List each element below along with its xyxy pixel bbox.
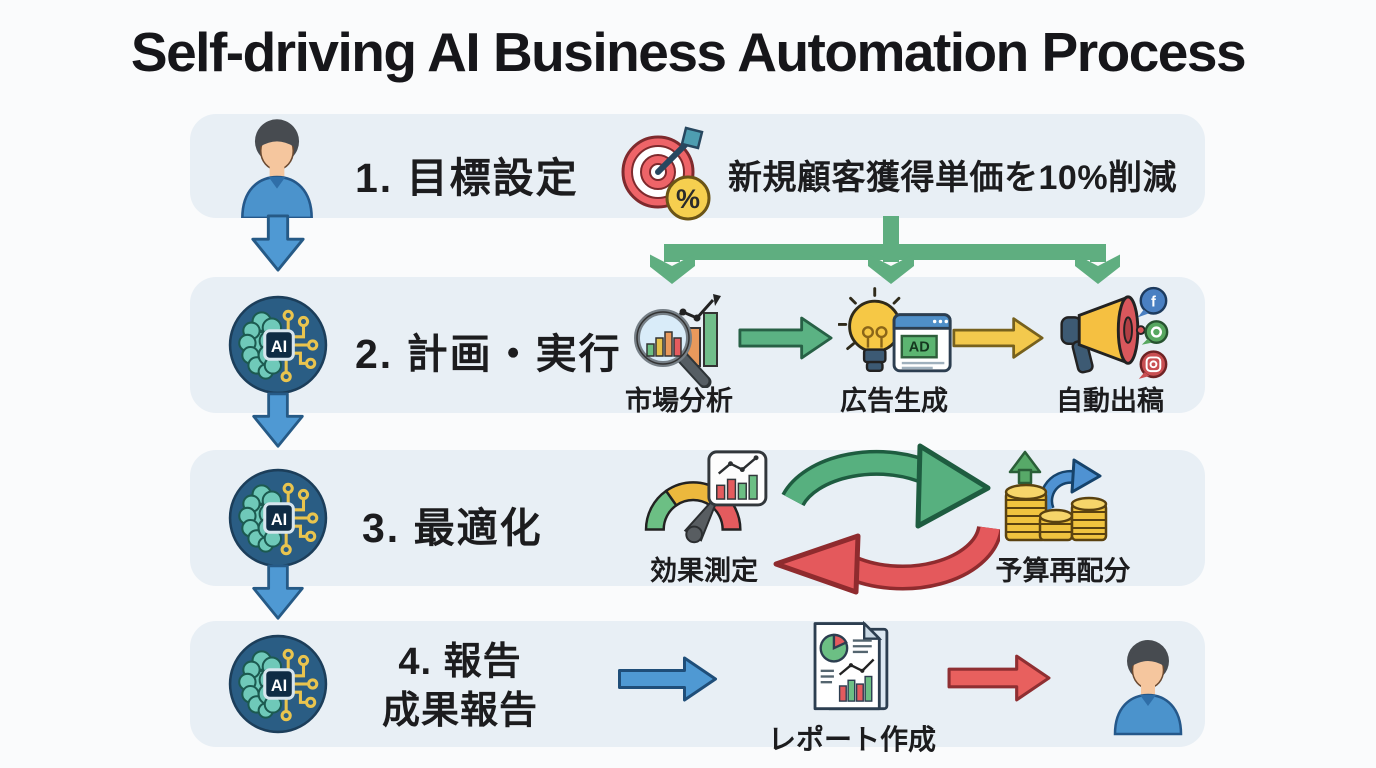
- ad-generation-icon: AD: [838, 287, 952, 373]
- gauge-icon: [644, 450, 768, 544]
- goal-text: 新規顧客獲得単価を10%削減: [728, 159, 1178, 197]
- target-percent-icon: %: [621, 126, 711, 221]
- arrow-down-blue-icon: [252, 564, 304, 620]
- coin-stacks-label: 予算再配分: [995, 556, 1131, 586]
- market-analysis-label: 市場分析: [625, 386, 733, 416]
- auto-posting-label: 自動出稿: [1056, 386, 1164, 416]
- report-document-icon: [813, 620, 889, 711]
- step-4-label: 4. 報告 成果報告: [330, 638, 590, 737]
- facebook-f-label: f: [1151, 295, 1156, 311]
- arrow-right-yellow-icon: [952, 317, 1044, 359]
- ad-box-label: AD: [909, 339, 930, 355]
- ai-brain-icon: AI: [228, 468, 328, 568]
- human-icon: [241, 119, 313, 218]
- gauge-label: 効果測定: [650, 556, 758, 586]
- branch-connector-green-icon: [650, 216, 1120, 284]
- coin-stacks-icon: [1004, 450, 1108, 542]
- human-icon: [1113, 640, 1183, 736]
- ad-generation-label: 広告生成: [840, 386, 948, 416]
- ai-chip-label: AI: [271, 338, 287, 356]
- cycle-arrows-icon: [773, 443, 1000, 595]
- step-1-label: 1. 目標設定: [355, 155, 579, 201]
- report-label: レポート作成: [767, 724, 936, 755]
- market-analysis-icon: [634, 294, 721, 388]
- step-2-label: 2. 計画・実行: [355, 331, 622, 377]
- step-3-label: 3. 最適化: [362, 505, 543, 551]
- ai-brain-icon: AI: [228, 295, 328, 395]
- step-4-label-line2: 成果報告: [381, 690, 538, 733]
- arrow-right-green-icon: [738, 316, 833, 360]
- page-title: Self-driving AI Business Automation Proc…: [130, 21, 1247, 83]
- ai-chip-label: AI: [271, 677, 287, 695]
- ai-chip-label: AI: [271, 511, 287, 529]
- arrow-down-blue-icon: [252, 392, 304, 448]
- arrow-right-blue-icon: [618, 656, 717, 702]
- ai-brain-icon: AI: [228, 634, 328, 734]
- auto-posting-icon: f: [1060, 286, 1169, 379]
- arrow-down-blue-icon: [251, 214, 305, 272]
- percent-badge-label: %: [676, 184, 700, 214]
- arrow-right-red-icon: [947, 654, 1051, 702]
- step-4-label-line1: 4. 報告: [398, 641, 522, 683]
